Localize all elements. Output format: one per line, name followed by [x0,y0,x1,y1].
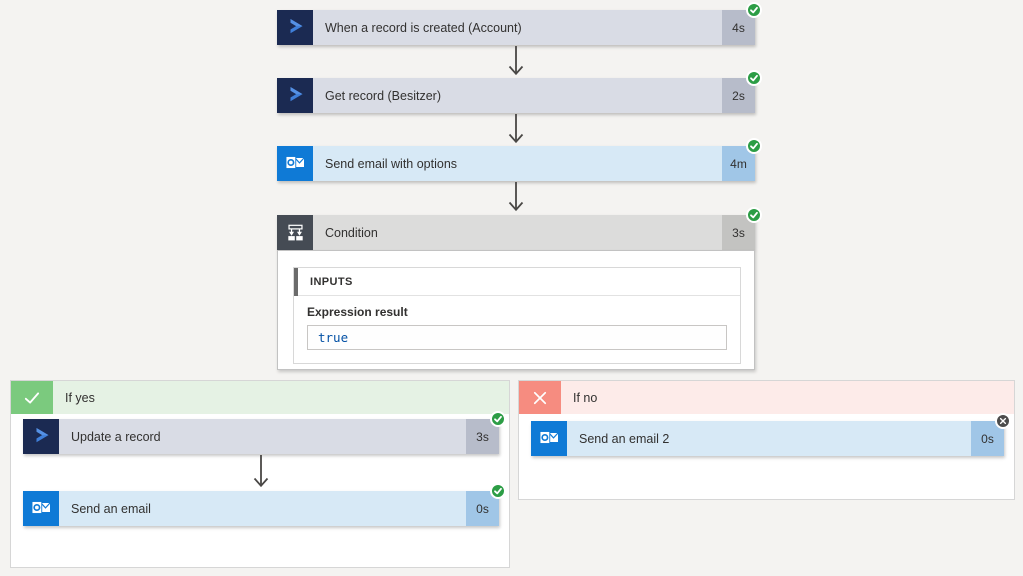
expression-result-value-box: true [307,325,727,350]
dynamics-365-icon [277,78,313,113]
step-duration-badge: 0s [466,491,499,526]
status-succeeded-icon [746,207,762,223]
branch-if-yes: If yes Update a record 3s Sen [10,380,510,568]
dynamics-365-icon [23,419,59,454]
step-title: Send an email [71,501,151,516]
status-succeeded-icon [746,138,762,154]
step-when-a-record-is-created[interactable]: When a record is created (Account) 4s [277,2,762,45]
step-title: When a record is created (Account) [325,20,522,35]
status-succeeded-icon [746,2,762,18]
condition-run-details-panel: INPUTS Expression result true [277,250,755,370]
branch-no-x-icon [519,381,561,414]
branch-if-no-header[interactable]: If no [519,381,1014,414]
step-condition[interactable]: Condition 3s [277,207,762,250]
step-title: Send email with options [325,156,458,171]
step-get-record[interactable]: Get record (Besitzer) 2s [277,70,762,113]
expression-result-label: Expression result [307,305,408,319]
status-succeeded-icon [490,411,506,427]
expression-result-value: true [318,330,349,345]
connector-arrow [508,46,524,76]
branch-yes-check-icon [11,381,53,414]
inputs-section-title: INPUTS [310,275,353,288]
step-send-an-email[interactable]: Send an email 0s [23,483,506,526]
inputs-section-body: Expression result true [294,296,740,363]
status-skipped-icon [995,413,1011,429]
status-succeeded-icon [746,70,762,86]
outlook-icon [531,421,567,456]
connector-arrow [508,114,524,144]
status-succeeded-icon [490,483,506,499]
inputs-accent-bar [294,267,298,296]
step-send-an-email-2[interactable]: Send an email 2 0s [531,413,1011,456]
connector-arrow [253,455,269,488]
inputs-section-header: INPUTS [294,267,740,296]
step-update-a-record[interactable]: Update a record 3s [23,411,506,454]
branch-if-yes-header[interactable]: If yes [11,381,509,414]
dynamics-365-icon [277,10,313,45]
branch-if-no: If no Send an email 2 0s [518,380,1015,500]
branch-title: If no [573,390,598,405]
condition-inputs-card: INPUTS Expression result true [293,267,741,364]
connector-arrow [508,182,524,212]
step-duration-badge: 0s [971,421,1004,456]
step-title: Get record (Besitzer) [325,88,442,103]
outlook-icon [23,491,59,526]
step-send-email-with-options[interactable]: Send email with options 4m [277,138,762,181]
step-title: Update a record [71,429,161,444]
step-title: Condition [325,225,378,240]
branch-title: If yes [65,390,95,405]
step-title: Send an email 2 [579,431,670,446]
condition-icon [277,215,313,250]
outlook-icon [277,146,313,181]
